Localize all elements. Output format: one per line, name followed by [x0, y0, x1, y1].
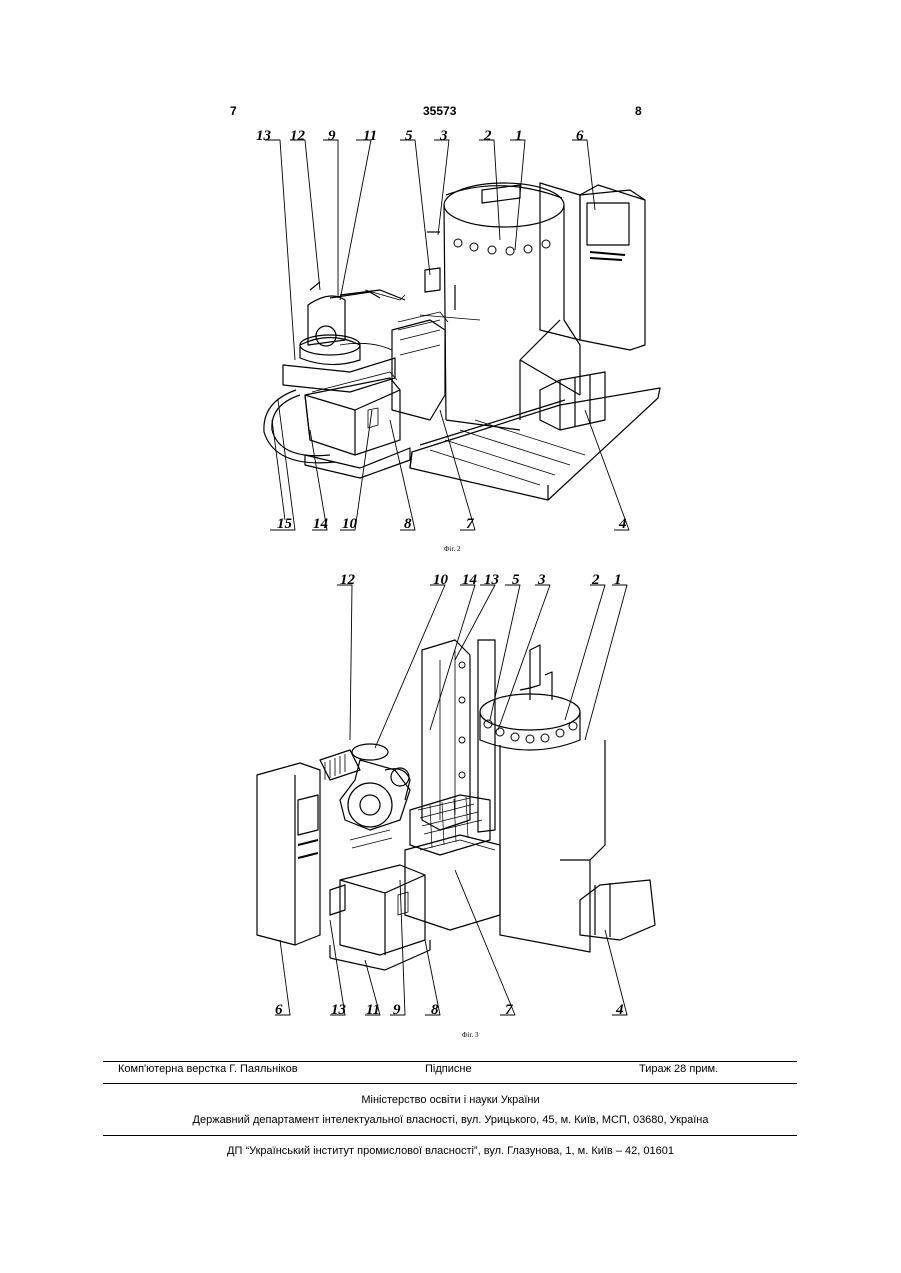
- callout-label: 14: [462, 572, 478, 588]
- callout-label: 8: [404, 516, 412, 532]
- ministry-line: Міністерство освіти і науки України: [0, 1094, 901, 1106]
- figure-2-callouts: 13 12 9 11 5 3 2 1 6 15 14 10 8 7 4: [256, 128, 627, 532]
- callout-label: 5: [512, 572, 520, 588]
- callout-label: 13: [484, 572, 500, 588]
- layout-credit: Комп'ютерна верстка Г. Паяльніков: [118, 1063, 298, 1075]
- callout-label: 11: [366, 1002, 380, 1018]
- callout-label: 14: [313, 516, 329, 532]
- circulation-label: Тираж 28 прим.: [639, 1063, 718, 1075]
- figure-3-callouts: 12 10 14 13 5 3 2 1 6 13 11 9 8 7 4: [275, 572, 624, 1018]
- callout-label: 1: [614, 572, 622, 588]
- callout-label: 5: [405, 128, 413, 144]
- callout-label: 10: [342, 516, 358, 532]
- institute-line: ДП “Український інститут промислової вла…: [0, 1145, 901, 1157]
- callout-label: 15: [277, 516, 293, 532]
- callout-label: 9: [393, 1002, 401, 1018]
- figure-2-drawing: [264, 140, 660, 530]
- figure-3-drawing: [257, 585, 655, 1015]
- callout-label: 13: [256, 128, 272, 144]
- callout-label: 2: [483, 128, 492, 144]
- callout-label: 3: [537, 572, 546, 588]
- callout-label: 9: [328, 128, 336, 144]
- callout-label: 3: [439, 128, 448, 144]
- signed-label: Підписне: [425, 1063, 472, 1075]
- callout-label: 12: [340, 572, 356, 588]
- callout-label: 12: [290, 128, 306, 144]
- callout-label: 6: [576, 128, 584, 144]
- footer-rule-top: [103, 1061, 797, 1062]
- callout-label: 7: [505, 1002, 513, 1018]
- footer-rule-bottom: [103, 1135, 797, 1136]
- callout-label: 4: [615, 1002, 624, 1018]
- department-line: Державний департамент інтелектуальної вл…: [0, 1114, 901, 1126]
- callout-label: 4: [618, 516, 627, 532]
- callout-label: 13: [331, 1002, 347, 1018]
- callout-label: 10: [433, 572, 449, 588]
- callout-label: 1: [515, 128, 523, 144]
- figure-3-caption: Фіг. 3: [462, 1031, 479, 1039]
- callout-label: 8: [431, 1002, 439, 1018]
- callout-label: 11: [363, 128, 377, 144]
- footer-rule-middle: [103, 1083, 797, 1084]
- figure-2-caption: Фіг. 2: [444, 545, 461, 553]
- callout-label: 6: [275, 1002, 283, 1018]
- callout-label: 7: [466, 516, 474, 532]
- callout-label: 2: [591, 572, 600, 588]
